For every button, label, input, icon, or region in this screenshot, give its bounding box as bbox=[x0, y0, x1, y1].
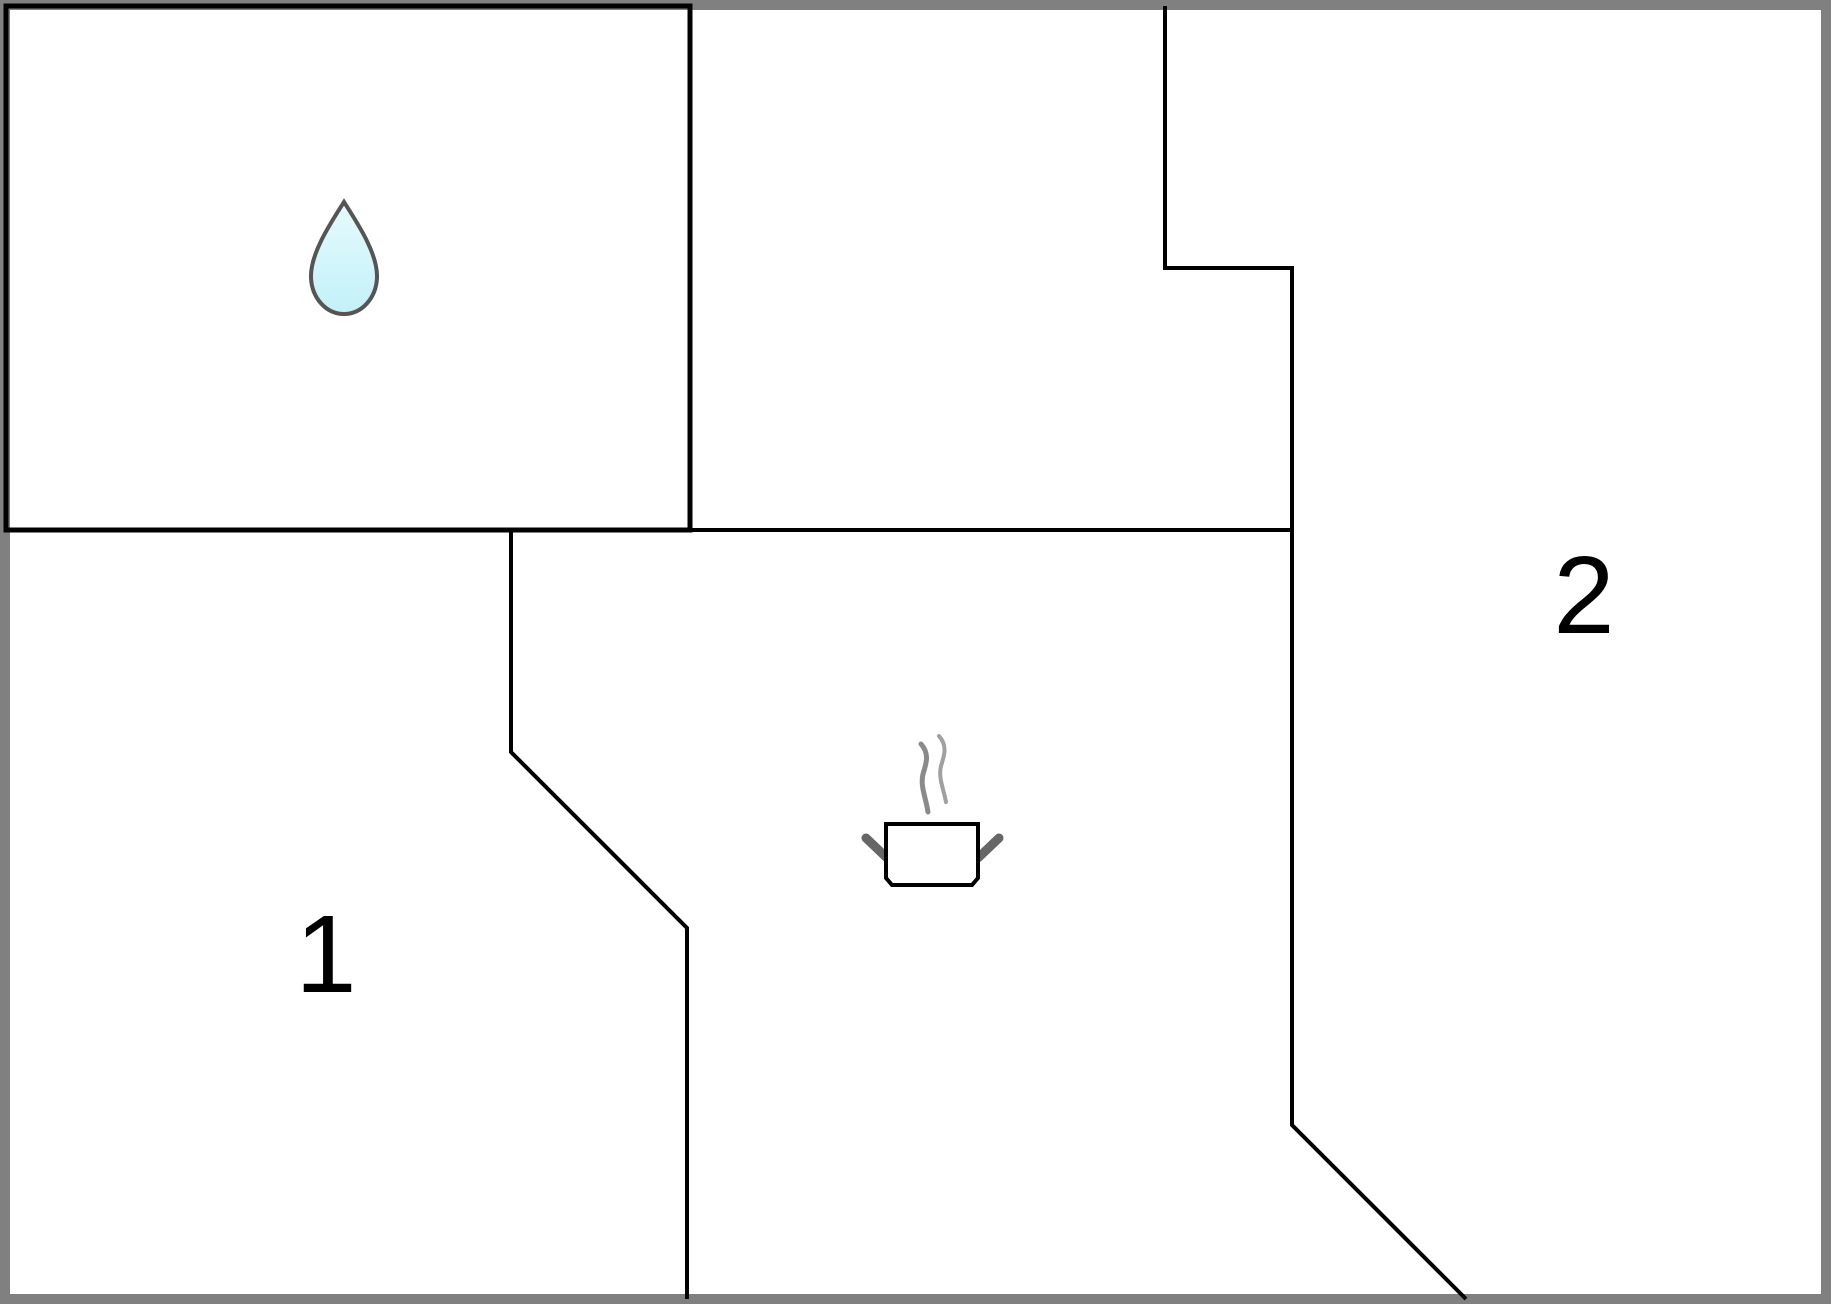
pot-handle-right bbox=[973, 833, 1004, 863]
pot-handle-left bbox=[861, 833, 892, 863]
steaming-pot-icon bbox=[861, 734, 1004, 887]
pot-body bbox=[884, 822, 980, 887]
region-boundaries bbox=[3, 3, 1468, 1301]
boundary-upper-right-step bbox=[1163, 6, 1468, 1301]
region-1-label: 1 bbox=[295, 893, 356, 1016]
region-2-label: 2 bbox=[1553, 534, 1614, 657]
steam-right bbox=[937, 734, 948, 804]
boundary-left-diagonal bbox=[509, 530, 689, 1299]
boundary-water-room bbox=[3, 3, 693, 533]
water-drop-icon bbox=[308, 198, 380, 317]
steam-left bbox=[918, 741, 931, 815]
